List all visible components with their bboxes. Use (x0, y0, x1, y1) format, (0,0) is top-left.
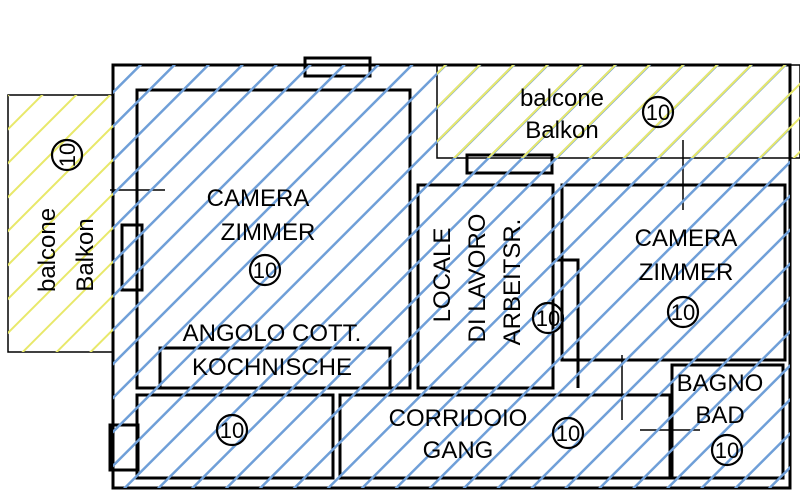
room-code: 10 (646, 100, 670, 125)
code-circle (531, 301, 565, 335)
code-circle (710, 433, 744, 467)
room-name-2: DI LAVORO (464, 214, 491, 343)
room-name-de: ZIMMER (221, 219, 316, 246)
room-balcone-left: balcone Balkon 10 (34, 138, 99, 292)
room-name: CAMERA (207, 185, 310, 212)
room-corridoio: CORRIDOIO GANG 10 (389, 405, 585, 464)
room-name-de: KOCHNISCHE (192, 354, 352, 381)
room-code: 10 (536, 306, 560, 331)
room-code: 10 (715, 438, 739, 463)
room-code: 10 (55, 143, 80, 167)
room-name-de: Balkon (72, 218, 99, 291)
balcony-hatch-left (8, 95, 113, 352)
room-name: CAMERA (635, 225, 738, 252)
room-name: ANGOLO COTT. (183, 320, 362, 347)
room-name: BAGNO (677, 370, 764, 397)
room-name: LOCALE (429, 228, 456, 323)
room-locale: LOCALE DI LAVORO ARBEITSR. 10 (429, 214, 565, 346)
balcony-hatch-top (437, 65, 800, 158)
room-camera-left: CAMERA ZIMMER 10 (207, 185, 316, 287)
code-circle (50, 138, 84, 172)
code-circle (666, 295, 700, 329)
room-name-de: ZIMMER (639, 259, 734, 286)
room-code: 10 (556, 421, 580, 446)
room-name: balcone (34, 208, 61, 292)
room-bottom-left: 10 (215, 413, 249, 447)
code-circle (641, 95, 675, 129)
room-balcone-top: balcone Balkon 10 (520, 85, 675, 144)
room-code: 10 (671, 300, 695, 325)
room-name-de: ARBEITSR. (499, 219, 526, 346)
room-name-de: Balkon (525, 117, 598, 144)
room-name-de: BAD (695, 402, 744, 429)
room-code: 10 (220, 418, 244, 443)
room-name: CORRIDOIO (389, 405, 528, 432)
room-bagno: BAGNO BAD 10 (677, 370, 764, 467)
code-circle (551, 416, 585, 450)
room-code: 10 (253, 258, 277, 283)
room-camera-right: CAMERA ZIMMER 10 (635, 225, 738, 329)
code-circle (215, 413, 249, 447)
room-angolo: ANGOLO COTT. KOCHNISCHE (183, 320, 362, 381)
code-circle (248, 253, 282, 287)
room-name: balcone (520, 85, 604, 112)
room-name-de: GANG (423, 437, 494, 464)
